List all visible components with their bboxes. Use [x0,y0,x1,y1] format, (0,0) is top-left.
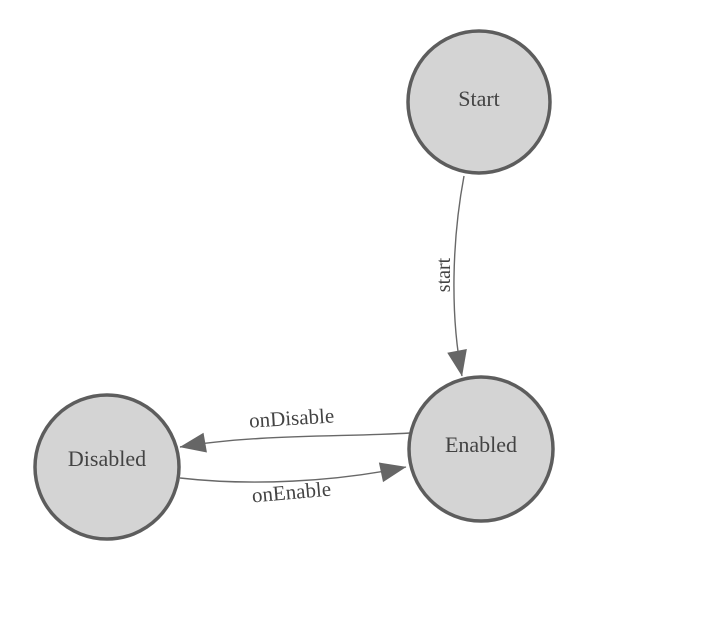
state-label-start: Start [458,86,500,111]
transition-disabled-to-enabled[interactable] [179,462,407,483]
state-node-enabled[interactable]: Enabled [407,375,555,523]
transition-label-ondisable: onDisable [248,403,334,432]
state-circle-enabled[interactable] [407,375,555,523]
state-label-disabled: Disabled [68,446,146,471]
transition-start-to-enabled[interactable] [447,175,467,377]
state-circle-disabled[interactable] [33,393,181,541]
state-label-enabled: Enabled [445,432,517,457]
transition-enabled-to-disabled[interactable] [179,432,411,453]
transition-label-start: start [433,257,455,292]
transition-label-onenable: onEnable [251,477,332,508]
state-circle-start[interactable] [406,29,552,175]
state-node-disabled[interactable]: Disabled [33,393,181,541]
state-node-start[interactable]: Start [406,29,552,175]
